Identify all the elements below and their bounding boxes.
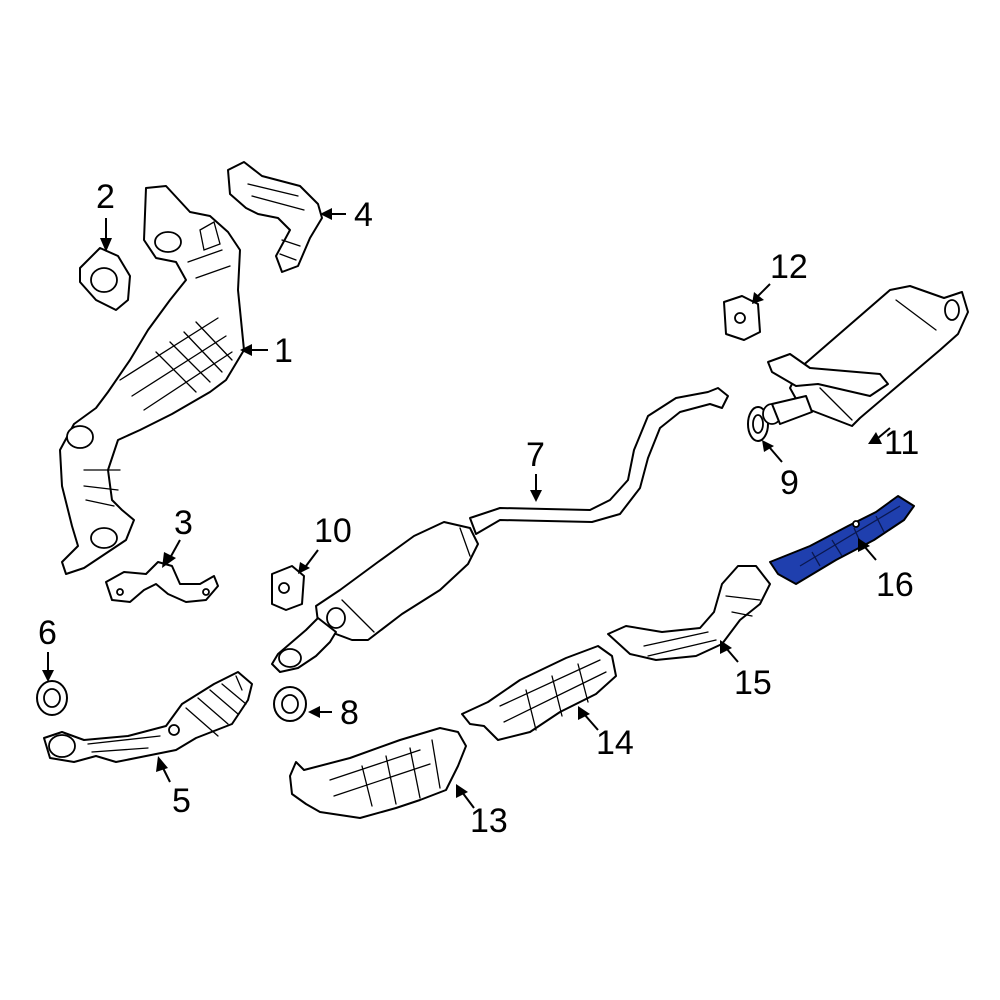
- callout-16: 16: [876, 566, 914, 604]
- callout-2: 2: [96, 178, 115, 216]
- callout-11: 11: [884, 424, 919, 462]
- part-8-ring[interactable]: [273, 686, 307, 722]
- part-2-gasket[interactable]: [79, 247, 131, 311]
- part-6-ring[interactable]: [36, 680, 68, 716]
- callout-leaders: [42, 208, 891, 809]
- part-11-muffler[interactable]: [762, 285, 969, 427]
- callout-10: 10: [314, 512, 352, 550]
- part-10-hanger[interactable]: [271, 565, 305, 611]
- part-15-heat-shield[interactable]: [607, 565, 771, 661]
- callout-6: 6: [38, 614, 57, 652]
- callout-8: 8: [340, 694, 359, 732]
- part-1-exhaust-manifold[interactable]: [59, 185, 245, 575]
- part-13-heat-shield[interactable]: [289, 727, 467, 819]
- part-14-heat-shield[interactable]: [461, 645, 617, 741]
- callout-4: 4: [354, 196, 373, 234]
- callout-12: 12: [770, 248, 808, 286]
- callout-1: 1: [274, 332, 293, 370]
- callout-14: 14: [596, 724, 634, 762]
- callout-3: 3: [174, 504, 193, 542]
- callout-13: 13: [470, 802, 508, 840]
- callout-9: 9: [780, 464, 799, 502]
- part-12-hanger[interactable]: [723, 295, 761, 341]
- part-3-bracket[interactable]: [105, 561, 219, 603]
- part-4-heat-shield[interactable]: [227, 161, 323, 273]
- part-5-front-pipe[interactable]: [43, 671, 253, 763]
- callout-5: 5: [172, 782, 191, 820]
- part-16-heat-shield-highlighted[interactable]: [769, 495, 915, 585]
- part-7-center-pipe[interactable]: [271, 387, 729, 673]
- callout-15: 15: [734, 664, 772, 702]
- callout-7: 7: [526, 436, 545, 474]
